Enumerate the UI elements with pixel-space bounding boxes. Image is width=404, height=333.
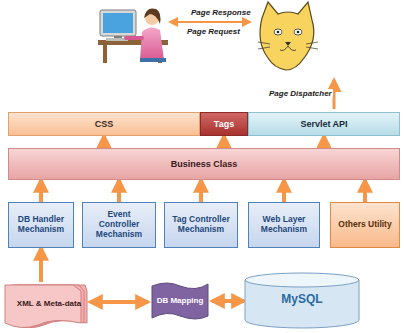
node-text: Others Utility [338,220,391,230]
mechanism-box: Tag Controller Mechanism [164,202,238,248]
request-arrow [170,21,250,23]
node-text: Servlet API [300,119,347,129]
layer-box: Tags [200,112,248,136]
flow-label: Page Response [190,8,252,17]
flow-label: Page Request [186,27,241,36]
flow-arrow [212,299,244,303]
node-text: DB Handler Mechanism [12,215,70,235]
layer-box: Servlet API [248,112,400,136]
node-text: MySQL [281,293,322,307]
user-at-computer [98,8,168,63]
node-text: Tag Controller Mechanism [168,215,234,235]
mechanism-box: DB Handler Mechanism [8,202,74,248]
flow-arrow [90,300,148,304]
mechanism-box: Web Layer Mechanism [248,202,320,248]
mechanism-box: Event Controller Mechanism [82,202,156,248]
node-text: XML & Meta-data [17,299,81,308]
layer-box: CSS [8,112,200,136]
utility-box: Others Utility [330,202,400,248]
database-cylinder: MySQL [244,272,360,328]
flow-arrow [102,136,106,148]
flow-arrow [117,180,121,202]
flow-arrow [322,136,326,148]
flow-arrow [39,180,43,202]
flow-arrow [282,180,286,202]
flow-arrow [222,136,226,148]
node-text: Web Layer Mechanism [252,215,316,235]
node-text: CSS [95,119,114,129]
mapping-scroll: DB Mapping [148,280,212,322]
flow-arrow [199,180,203,202]
node-text: Event Controller Mechanism [86,210,152,239]
node-text: Tags [214,119,234,129]
xml-document: XML & Meta-data [8,282,90,326]
dispatch-arrow [333,80,336,109]
node-text: DB Mapping [157,296,204,305]
flow-arrow [363,180,367,202]
flow-label: Page Dispatcher [268,89,333,98]
node-text: Business Class [171,159,238,169]
business-band: Business Class [8,148,400,180]
flow-arrow [39,248,43,282]
tomcat-logo [258,2,318,70]
